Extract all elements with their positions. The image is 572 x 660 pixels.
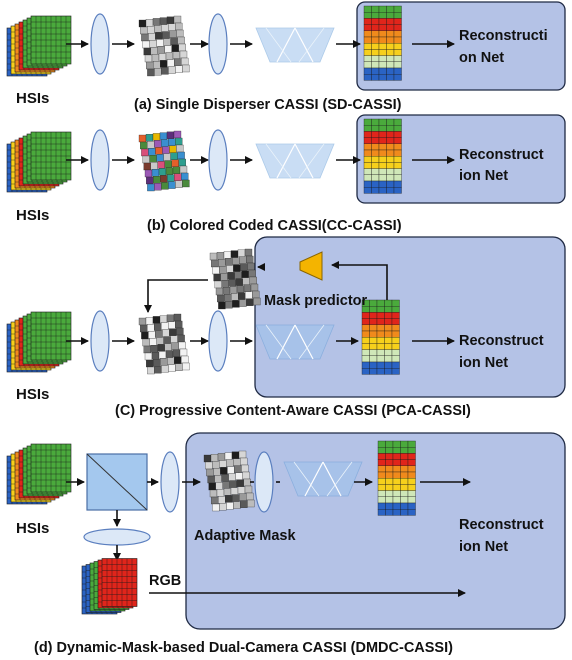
coded-aperture-mask-a — [138, 15, 190, 77]
coded-aperture-mask-c — [138, 313, 190, 375]
disperser-prism-a — [255, 27, 335, 63]
lens-b2 — [208, 129, 228, 191]
panel-b: HSIs Reconstruct ion Net (b) Colored Cod… — [6, 114, 566, 234]
panel-a: HSIs Reconstructi on Net (a) Single Disp… — [6, 1, 566, 113]
disperser-prism-c — [255, 324, 335, 360]
hsis-label-a: HSIs — [16, 90, 49, 107]
recon-net-label-c1: Reconstruct — [459, 333, 544, 349]
lens-c2 — [208, 310, 228, 372]
beam-splitter — [86, 453, 148, 511]
hsi-cube-a — [6, 15, 72, 77]
recon-net-label-a1: Reconstructi — [459, 28, 548, 44]
mask-predictor-label: Mask predictor — [264, 293, 367, 309]
recon-net-label-a2: on Net — [459, 50, 504, 66]
colored-coded-mask-b — [138, 130, 190, 192]
recon-net-label-b2: ion Net — [459, 168, 508, 184]
caption-b: (b) Colored Coded CASSI(CC-CASSI) — [147, 218, 402, 234]
measurement-c — [361, 299, 400, 375]
rgb-cube — [81, 558, 138, 615]
caption-c: (C) Progressive Content-Aware CASSI (PCA… — [115, 403, 471, 419]
lens-d1 — [160, 451, 180, 513]
lens-a2 — [208, 13, 228, 75]
hsis-label-d: HSIs — [16, 520, 49, 537]
lens-rgb — [83, 528, 151, 546]
recon-net-label-d1: Reconstruct — [459, 517, 544, 533]
lens-c1 — [90, 310, 110, 372]
hsi-cube-d — [6, 443, 72, 505]
hsis-label-b: HSIs — [16, 207, 49, 224]
lens-a1 — [90, 13, 110, 75]
caption-d: (d) Dynamic-Mask-based Dual-Camera CASSI… — [34, 640, 453, 656]
disperser-prism-b — [255, 143, 335, 179]
disperser-prism-d — [283, 461, 363, 497]
hsi-cube-c — [6, 311, 72, 373]
predicted-mask-c — [209, 248, 261, 310]
measurement-a — [363, 5, 402, 81]
adaptive-mask-label: Adaptive Mask — [194, 528, 296, 544]
panel-c: HSIs Reconstruct ion Net Mask predictor … — [6, 236, 566, 419]
reconstruction-panel-c — [254, 236, 566, 398]
panel-d: HSIs Adaptive Mask Reconstruct ion Net R… — [6, 432, 566, 656]
lens-b1 — [90, 129, 110, 191]
mask-predictor-shape — [299, 251, 323, 281]
measurement-b — [363, 118, 402, 194]
measurement-d — [377, 440, 416, 516]
caption-a: (a) Single Disperser CASSI (SD-CASSI) — [134, 97, 402, 113]
rgb-label: RGB — [149, 573, 181, 589]
recon-net-label-c2: ion Net — [459, 355, 508, 371]
hsis-label-c: HSIs — [16, 386, 49, 403]
lens-d2 — [254, 451, 274, 513]
recon-net-label-d2: ion Net — [459, 539, 508, 555]
hsi-cube-b — [6, 131, 72, 193]
recon-net-label-b1: Reconstruct — [459, 147, 544, 163]
adaptive-mask-d — [203, 450, 255, 512]
